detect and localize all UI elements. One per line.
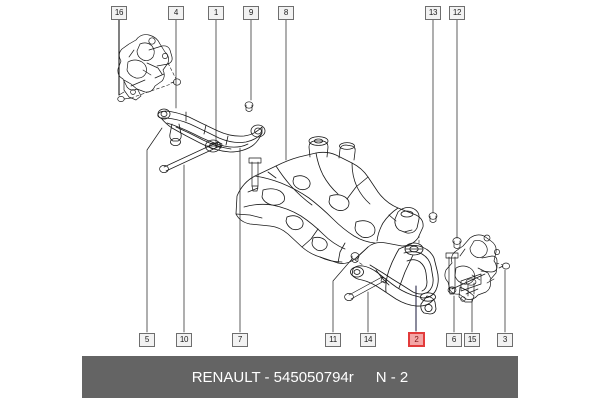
callout-4[interactable]: 4: [168, 6, 184, 20]
part-control-arm-lower: [350, 242, 439, 315]
bolt-right-lower: [447, 273, 486, 294]
fastener-4: [170, 78, 181, 86]
callout-2-highlighted[interactable]: 2: [408, 332, 425, 347]
callout-10[interactable]: 10: [176, 333, 192, 347]
part-knuckle-left: [117, 34, 173, 101]
part-subframe: [235, 136, 424, 264]
callout-5[interactable]: 5: [139, 333, 155, 347]
brand-part-number: RENAULT - 545050794r: [191, 368, 354, 386]
part-knuckle-right: [444, 234, 500, 303]
assembly-tie-lower: [354, 235, 420, 266]
callout-3[interactable]: 3: [497, 333, 513, 347]
assembly-tie-right: [495, 262, 504, 266]
fastener-11: [350, 252, 360, 263]
fastener-12: [452, 237, 462, 249]
fastener-13: [428, 212, 438, 223]
bolt-14: [344, 276, 387, 301]
callout-12[interactable]: 12: [449, 6, 465, 20]
footer-caption-bar: RENAULT - 545050794r N - 2: [82, 356, 518, 398]
callout-14[interactable]: 14: [360, 333, 376, 347]
callout-16[interactable]: 16: [111, 6, 127, 20]
bolt-8: [248, 157, 262, 192]
bolt-10: [159, 141, 223, 173]
leader-lines-bottom: [146, 127, 506, 333]
part-control-arm-upper: [157, 108, 266, 153]
callout-8[interactable]: 8: [278, 6, 294, 20]
bolt-6: [445, 252, 459, 295]
reference-code: N - 2: [375, 368, 409, 386]
callout-13[interactable]: 13: [425, 6, 441, 20]
callout-15[interactable]: 15: [464, 333, 480, 347]
callout-1[interactable]: 1: [208, 6, 224, 20]
callout-11[interactable]: 11: [325, 333, 341, 347]
callout-9[interactable]: 9: [243, 6, 259, 20]
fastener-3: [498, 262, 510, 270]
callout-7[interactable]: 7: [232, 333, 248, 347]
assembly-tie-left: [130, 62, 177, 99]
fastener-9: [244, 101, 254, 112]
callout-6[interactable]: 6: [446, 333, 462, 347]
fastener-16: [117, 96, 132, 102]
leader-lines-top-thin: [175, 19, 458, 239]
